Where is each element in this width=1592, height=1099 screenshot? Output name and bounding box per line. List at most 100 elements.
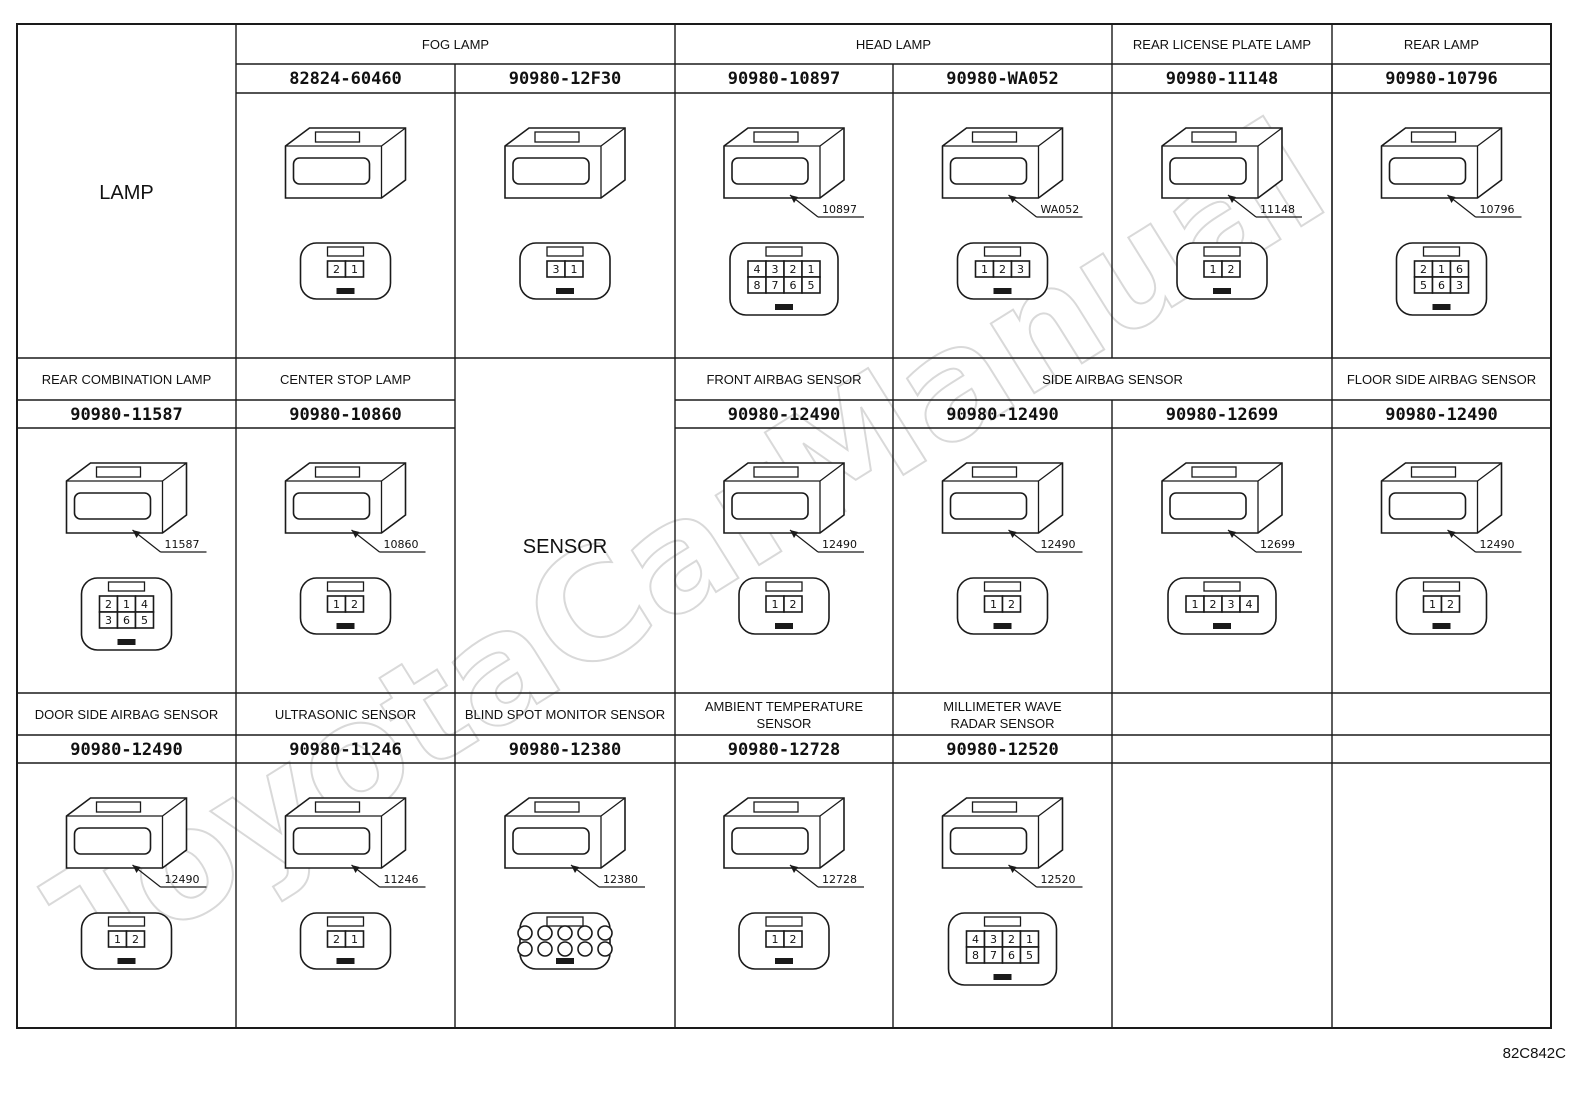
pin-number: 6 xyxy=(1456,263,1463,276)
pin-number: 7 xyxy=(772,279,779,292)
part-callout: 11587 xyxy=(165,538,200,551)
group-header: FOG LAMP xyxy=(422,37,489,52)
group-header-line1: MILLIMETER WAVE xyxy=(943,699,1062,714)
part-number: 90980-11148 xyxy=(1166,69,1279,89)
part-callout: 12728 xyxy=(822,873,857,886)
pin-number: 1 xyxy=(772,933,779,946)
pin-number: 5 xyxy=(808,279,815,292)
pin-cavity xyxy=(564,260,584,278)
pin-number: 3 xyxy=(1456,279,1463,292)
pin-number: 1 xyxy=(1192,598,1199,611)
pin-number: 2 xyxy=(790,598,797,611)
pin-number: 4 xyxy=(972,933,979,946)
pin-number: 5 xyxy=(1420,279,1427,292)
group-header: FRONT AIRBAG SENSOR xyxy=(706,372,861,387)
part-callout: 10897 xyxy=(822,203,857,216)
watermark: ToyotaCarManual xyxy=(22,89,1353,1011)
pin-number: 1 xyxy=(1026,933,1033,946)
pin-number: 5 xyxy=(1026,949,1033,962)
pin-number: 2 xyxy=(351,598,358,611)
pin-cavity xyxy=(801,276,821,294)
pin-number: 4 xyxy=(754,263,761,276)
pin-number: 1 xyxy=(981,263,988,276)
part-number: 90980-12380 xyxy=(509,740,622,760)
pin-cavity xyxy=(517,941,533,957)
pin-number: 3 xyxy=(105,614,112,627)
pin-number: 6 xyxy=(1008,949,1015,962)
pin-cavity xyxy=(125,930,146,948)
pin-number: 2 xyxy=(132,933,139,946)
group-header: REAR LAMP xyxy=(1404,37,1479,52)
pin-cavity xyxy=(1019,946,1040,964)
part-number: 90980-12490 xyxy=(1385,405,1498,425)
pin-number: 6 xyxy=(1438,279,1445,292)
connector-illustration: 12380 xyxy=(504,797,645,970)
pin-cavity xyxy=(1440,595,1461,613)
pin-number: 4 xyxy=(1246,598,1253,611)
part-number: 90980-12490 xyxy=(70,740,183,760)
pin-cavity xyxy=(1001,595,1022,613)
pin-number: 2 xyxy=(790,263,797,276)
pin-cavity xyxy=(537,941,553,957)
pin-number: 2 xyxy=(1008,933,1015,946)
pin-number: 3 xyxy=(1017,263,1024,276)
part-callout: 10860 xyxy=(384,538,419,551)
group-header-line2: RADAR SENSOR xyxy=(950,716,1054,731)
group-header: DOOR SIDE AIRBAG SENSOR xyxy=(35,707,219,722)
pin-number: 1 xyxy=(351,263,358,276)
pin-cavity xyxy=(1449,276,1470,294)
pin-number: 1 xyxy=(351,933,358,946)
part-number: 82824-60460 xyxy=(289,69,402,89)
pin-cavity xyxy=(597,941,613,957)
pin-number: 2 xyxy=(1228,263,1235,276)
part-callout: 12380 xyxy=(603,873,638,886)
pin-number: 7 xyxy=(990,949,997,962)
part-callout: WA052 xyxy=(1041,203,1080,216)
part-callout: 12490 xyxy=(822,538,857,551)
group-header: FLOOR SIDE AIRBAG SENSOR xyxy=(1347,372,1536,387)
group-header-line1: AMBIENT TEMPERATURE xyxy=(705,699,864,714)
group-header: SIDE AIRBAG SENSOR xyxy=(1042,372,1183,387)
part-callout: 11148 xyxy=(1260,203,1295,216)
pin-number: 1 xyxy=(333,598,340,611)
pin-number: 4 xyxy=(141,598,148,611)
part-number: 90980-12490 xyxy=(728,405,841,425)
table-grid xyxy=(16,23,1552,1029)
group-header: ULTRASONIC SENSOR xyxy=(275,707,416,722)
figure-code: 82C842C xyxy=(1503,1045,1567,1062)
part-number: 90980-12F30 xyxy=(509,69,622,89)
part-callout: 12520 xyxy=(1041,873,1076,886)
pin-number: 6 xyxy=(790,279,797,292)
pin-number: 6 xyxy=(123,614,130,627)
pin-cavity xyxy=(1010,260,1031,278)
group-header: REAR COMBINATION LAMP xyxy=(42,372,212,387)
pin-number: 1 xyxy=(1429,598,1436,611)
pin-number: 1 xyxy=(123,598,130,611)
pin-cavity xyxy=(344,595,365,613)
pin-number: 3 xyxy=(990,933,997,946)
pin-cavity xyxy=(597,925,613,941)
pin-cavity xyxy=(537,925,553,941)
pin-number: 2 xyxy=(333,933,340,946)
part-callout: 12490 xyxy=(165,873,200,886)
part-callout: 12490 xyxy=(1041,538,1076,551)
part-number: 90980-10897 xyxy=(728,69,841,89)
pin-number: 1 xyxy=(1438,263,1445,276)
pin-number: 5 xyxy=(141,614,148,627)
part-callout: 12490 xyxy=(1480,538,1515,551)
part-number: 90980-12520 xyxy=(946,740,1059,760)
part-number: 90980-10860 xyxy=(289,405,402,425)
